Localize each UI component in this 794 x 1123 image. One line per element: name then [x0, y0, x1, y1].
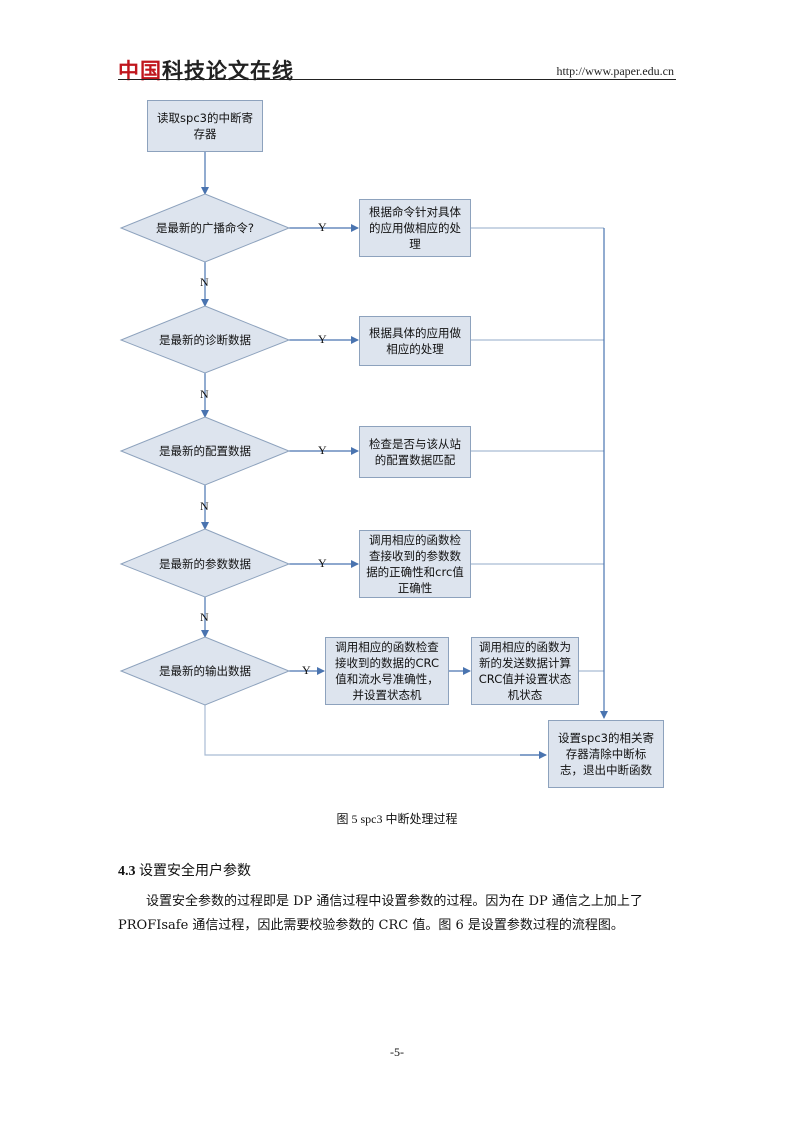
decision-diamond-1	[119, 193, 291, 263]
yes-label-5: Y	[302, 663, 311, 677]
header-url: http://www.paper.edu.cn	[556, 64, 674, 78]
no-label-4: N	[200, 610, 209, 624]
no-label-3: N	[200, 499, 209, 513]
decision-diamond-3	[119, 416, 291, 486]
action-box-config: 检查是否与该从站 的配置数据匹配	[359, 426, 471, 478]
action-box-broadcast: 根据命令针对具体 的应用做相应的处 理	[359, 199, 471, 257]
yes-label-3: Y	[318, 443, 327, 457]
yes-label-1: Y	[318, 220, 327, 234]
yes-label-2: Y	[318, 332, 327, 346]
section-number: 4.3	[118, 864, 136, 879]
header-rule	[118, 79, 676, 80]
end-box: 设置spc3的相关寄 存器清除中断标 志，退出中断函数	[548, 720, 664, 788]
section-heading: 4.3 设置安全用户参数	[118, 860, 251, 880]
decision-label-4: 是最新的参数数据	[159, 557, 251, 571]
decision-label-1: 是最新的广播命令?	[155, 221, 255, 235]
start-box: 读取spc3的中断寄 存器	[147, 100, 263, 152]
figure-caption: 图 5 spc3 中断处理过程	[336, 812, 458, 826]
page-number: -5-	[390, 1045, 404, 1059]
action-box-output-crc: 调用相应的函数为 新的发送数据计算 CRC值并设置状态 机状态	[471, 637, 579, 705]
decision-label-3: 是最新的配置数据	[159, 444, 251, 458]
action-box-output-check: 调用相应的函数检查 接收到的数据的CRC 值和流水号准确性， 并设置状态机	[325, 637, 449, 705]
decision-diamond-5	[119, 636, 291, 706]
action-box-diagnosis: 根据具体的应用做 相应的处理	[359, 316, 471, 366]
no-label-1: N	[200, 275, 209, 289]
decision-diamond-2	[119, 305, 291, 374]
action-box-params: 调用相应的函数检 查接收到的参数数 据的正确性和crc值 正确性	[359, 530, 471, 598]
section-title: 设置安全用户参数	[139, 863, 251, 879]
body-paragraph: 设置安全参数的过程即是 DP 通信过程中设置参数的过程。因为在 DP 通信之上加…	[118, 894, 643, 933]
decision-label-2: 是最新的诊断数据	[159, 333, 251, 347]
decision-label-5: 是最新的输出数据	[159, 664, 251, 678]
yes-label-4: Y	[318, 556, 327, 570]
no-label-2: N	[200, 387, 209, 401]
decision-diamond-4	[119, 528, 291, 598]
